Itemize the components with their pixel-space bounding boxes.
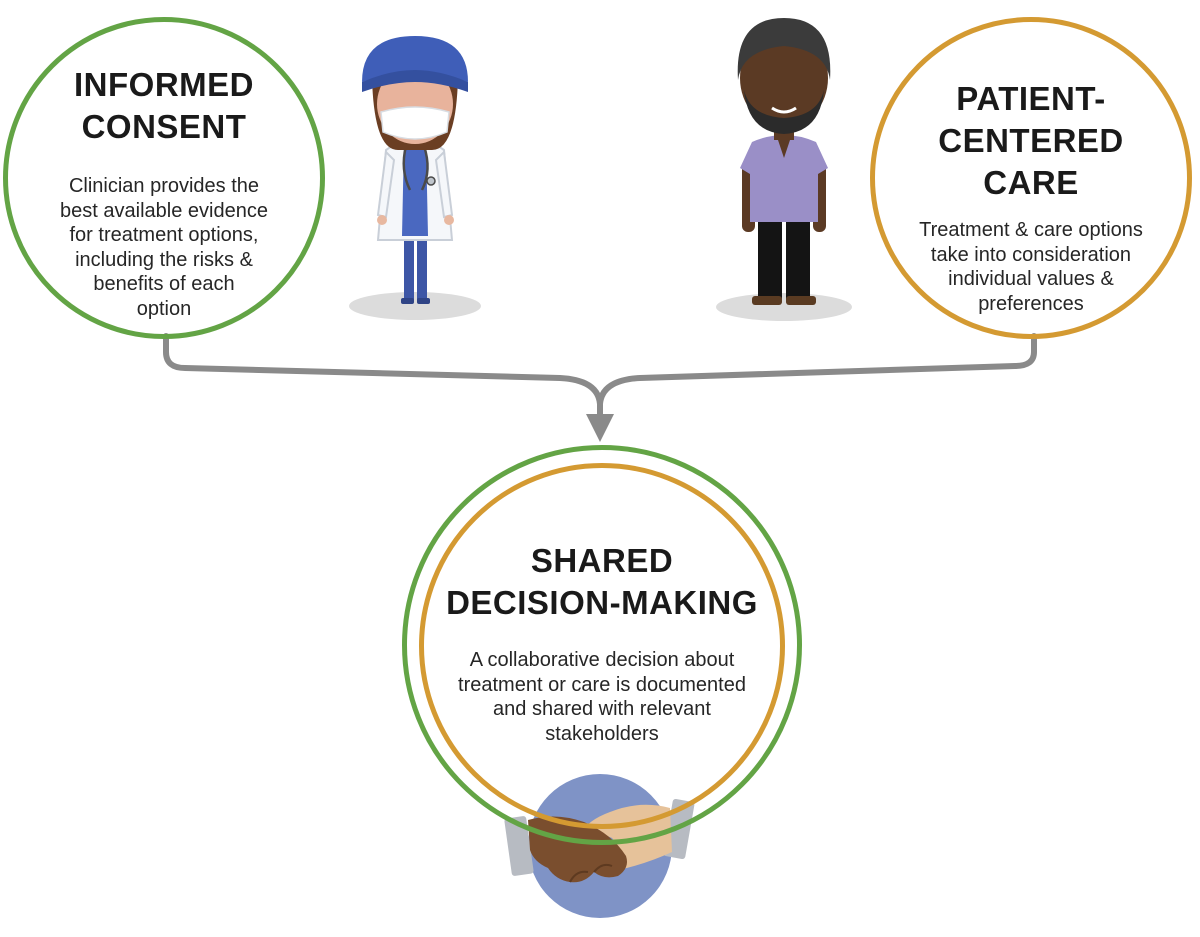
informed-consent-title: INFORMED CONSENT (8, 64, 320, 148)
patient-icon (716, 18, 852, 321)
title-line: CONSENT (81, 108, 247, 145)
connector-left (163, 333, 603, 423)
clinician-icon (349, 36, 481, 320)
body-line: A collaborative decision about (469, 649, 735, 671)
informed-consent-description: Clinician provides the best available ev… (36, 174, 292, 321)
shared-decision-making-circle: SHARED DECISION-MAKING A collaborative d… (419, 463, 785, 829)
body-line: individual values & (948, 268, 1114, 290)
informed-consent-circle: INFORMED CONSENT Clinician provides the … (3, 17, 325, 339)
body-line: option (136, 297, 192, 320)
title-line: PATIENT- (956, 80, 1106, 117)
body-line: Treatment & care options (919, 219, 1143, 241)
body-line: treatment or care is documented (458, 673, 746, 696)
title-line: CARE (983, 164, 1079, 201)
title-line: CENTERED (938, 122, 1124, 159)
patient-centered-care-title: PATIENT- CENTERED CARE (875, 78, 1187, 204)
shared-decision-outer-ring (402, 445, 802, 845)
down-arrow-icon (586, 414, 614, 442)
body-line: best available evidence (60, 199, 268, 222)
body-line: preferences (978, 292, 1084, 315)
body-line: benefits of each (93, 273, 235, 295)
body-line: including the risks & (75, 248, 253, 271)
title-line: SHARED (530, 542, 674, 579)
title-line: DECISION-MAKING (446, 584, 758, 621)
body-line: for treatment options, (69, 224, 259, 246)
connector-lines (163, 333, 1037, 423)
patient-centered-care-description: Treatment & care options take into consi… (897, 218, 1165, 316)
patient-centered-care-circle: PATIENT- CENTERED CARE Treatment & care … (870, 17, 1192, 339)
body-line: and shared with relevant (493, 698, 711, 720)
shared-decision-making-description: A collaborative decision about treatment… (446, 648, 758, 746)
body-line: take into consideration (930, 243, 1132, 266)
shared-decision-making-title: SHARED DECISION-MAKING (414, 540, 790, 624)
title-line: INFORMED (74, 66, 254, 103)
connector-right (597, 333, 1037, 407)
body-line: stakeholders (545, 722, 659, 745)
body-line: Clinician provides the (68, 175, 260, 197)
